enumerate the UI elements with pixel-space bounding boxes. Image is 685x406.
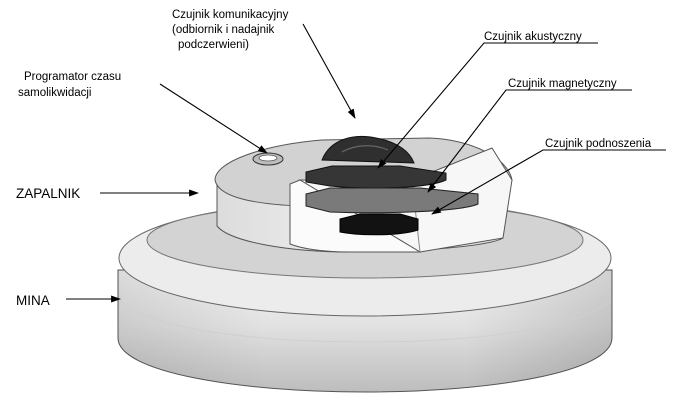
label-magnetic: Czujnik magnetyczny [508,78,617,90]
label-timer-line2: samolikwidacji [18,87,92,99]
arrow-magnetic [427,89,632,193]
label-communication-line3: podczerwieni) [178,39,249,51]
label-timer-line1: Programator czasu [24,71,121,83]
label-communication-line2: (odbiornik i nadajnik [172,24,275,36]
arrow-acoustic [377,42,598,169]
acoustic-sensor [305,165,447,189]
label-lift: Czujnik podnoszenia [545,138,652,150]
magnetic-sensor [305,187,479,214]
arrow-timer [159,83,268,154]
leader-lines [66,23,666,303]
self-destruct-timer [252,152,284,166]
arrow-communication [302,23,356,119]
label-mine: MINA [16,293,50,308]
lift-sensor [339,213,419,236]
label-communication-line1: Czujnik komunikacyjny [172,9,289,21]
communication-sensor [321,135,415,164]
label-fuze: ZAPALNIK [16,186,80,201]
label-acoustic: Czujnik akustyczny [484,31,582,43]
arrow-lift [431,149,666,215]
